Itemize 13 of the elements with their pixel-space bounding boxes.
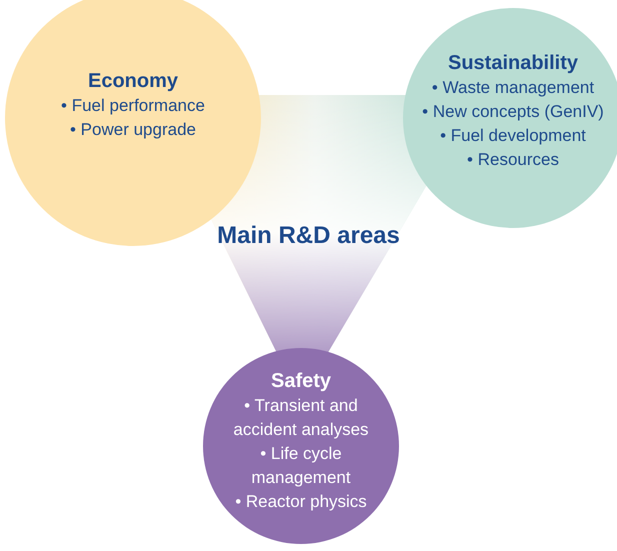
bullet-item: • Life cycle management xyxy=(250,443,352,489)
circle-heading: Safety xyxy=(270,369,332,394)
bullet-item: • New concepts (GenIV) xyxy=(422,101,604,123)
bullet-item: • Transient and accident analyses xyxy=(232,395,370,441)
circle-heading: Economy xyxy=(88,69,178,94)
center-title: Main R&D areas xyxy=(216,222,401,250)
bullet-item: • Fuel development xyxy=(440,125,586,147)
bullet-item: • Power upgrade xyxy=(70,119,196,141)
bullet-item: • Reactor physics xyxy=(234,491,368,513)
bullet-item: • Resources xyxy=(467,149,559,171)
bullet-item: • Fuel performance xyxy=(61,95,205,117)
bullet-item: • Waste management xyxy=(432,77,594,99)
circle-heading: Sustainability xyxy=(448,51,578,76)
